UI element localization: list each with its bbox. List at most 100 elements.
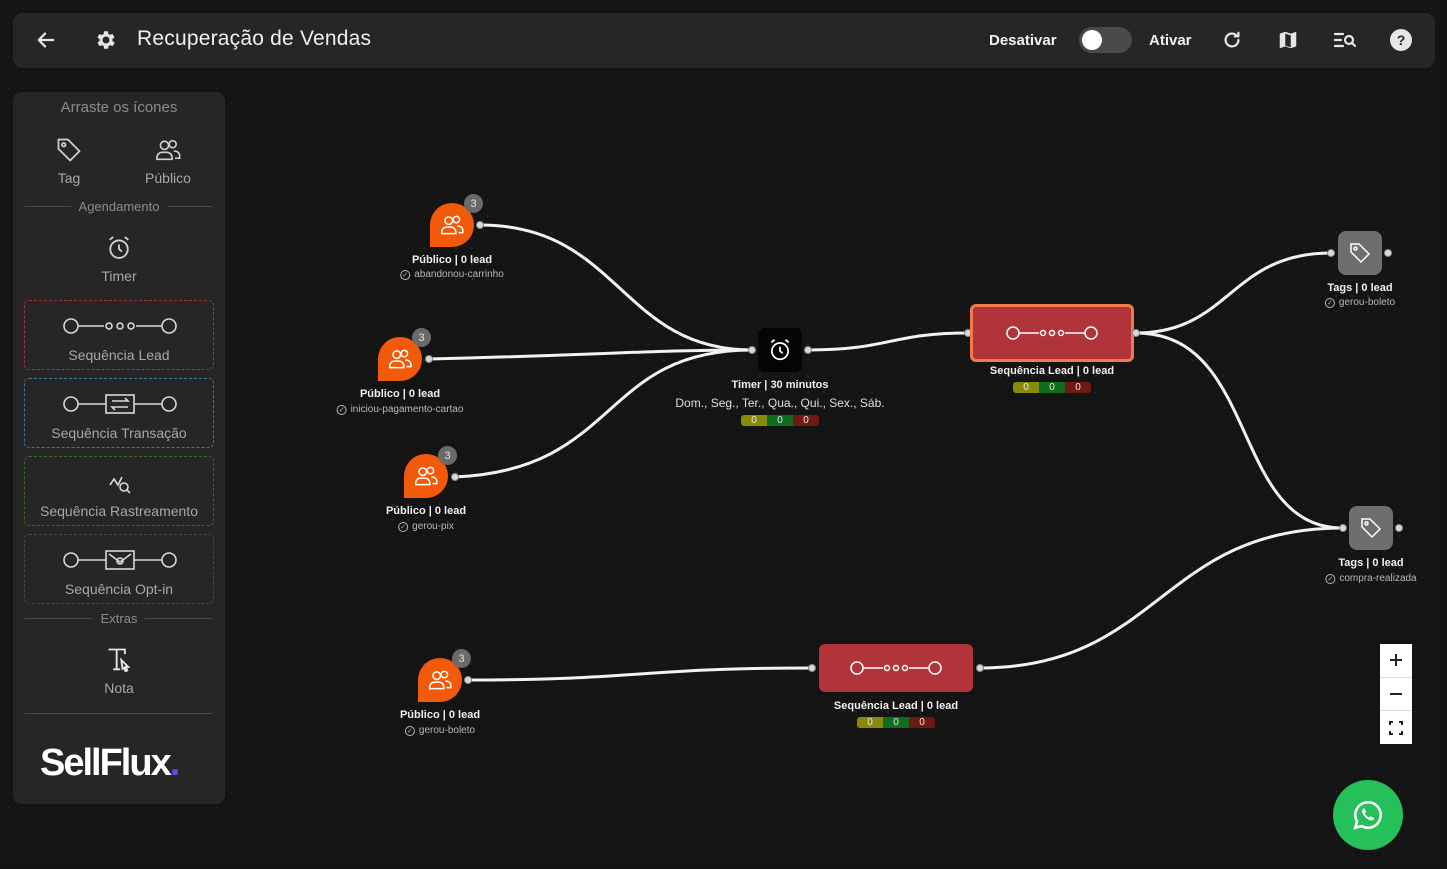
input-handle[interactable] [748,346,756,354]
node-title: Sequência Lead | 0 lead [989,365,1115,377]
node-title: Timer | 30 minutos [731,379,829,391]
alarm-clock-icon [109,236,129,259]
sequence-lead-icon [970,304,1134,362]
node-count-badge: 3 [438,446,457,465]
node-count-badge: 3 [452,649,471,668]
refresh-icon[interactable] [1221,29,1243,51]
whatsapp-button[interactable] [1333,780,1403,850]
minus-icon [1390,693,1402,695]
help-icon[interactable]: ? [1389,28,1413,52]
node-subtitle: ✓gerou-pix [398,521,454,532]
check-circle-icon: ✓ [404,725,415,736]
zoom-controls [1380,644,1412,744]
edge-pub1-timer[interactable] [479,223,753,352]
activation-toggle[interactable] [1079,27,1132,53]
node-title: Sequência Lead | 0 lead [833,700,959,712]
zoom-in-button[interactable] [1380,644,1412,677]
edge-seq1-tag1[interactable] [1135,251,1332,335]
edge-timer-seq1[interactable] [807,331,969,352]
tool-sequencia-optin[interactable]: Sequência Opt-in [24,534,214,604]
tag-icon [57,138,81,162]
tool-tag-label: Tag [57,170,81,186]
zoom-out-button[interactable] [1380,676,1412,711]
sequence-transaction-icon [63,394,177,414]
input-handle[interactable] [808,664,816,672]
output-handle[interactable] [464,676,472,684]
tool-publico[interactable]: Público [136,136,200,186]
fit-view-button[interactable] [1380,710,1412,744]
map-icon[interactable] [1277,29,1299,51]
output-handle[interactable] [425,355,433,363]
toolbox-sidebar: Arraste os ícones Tag Público Agendament… [13,92,225,804]
counter-success: 0 [767,415,793,426]
node-subtitle: ✓gerou-boleto [1324,297,1395,308]
counter-pending: 0 [1013,382,1039,393]
search-list-icon[interactable] [1333,30,1357,50]
sidebar-heading: Arraste os ícones [60,99,178,116]
check-circle-icon: ✓ [336,404,347,415]
edge-pub2-timer[interactable] [428,348,753,361]
sellflux-logo: SellFlux. [40,742,180,784]
sidebar-divider [25,713,213,714]
output-handle[interactable] [1132,329,1140,337]
output-handle[interactable] [476,221,484,229]
timer-days: Dom., Seg., Ter., Qua., Qui., Sex., Sáb. [675,396,885,410]
check-circle-icon: ✓ [1324,297,1335,308]
node-title: Tags | 0 lead [1338,557,1404,569]
edge-seq2-tag2[interactable] [979,526,1344,670]
sequence-optin-icon [63,550,177,570]
top-bar: Recuperação de Vendas Desativar Ativar ? [13,13,1435,68]
text-cursor-icon [108,648,131,673]
edge-pub3-timer[interactable] [454,348,753,479]
node-title: Tags | 0 lead [1327,282,1393,294]
node-subtitle: ✓abandonou-carrinho [400,269,504,280]
check-circle-icon: ✓ [400,269,411,280]
output-handle[interactable] [804,346,812,354]
node-subtitle: ✓compra-realizada [1325,573,1417,584]
tool-timer[interactable]: Timer [93,234,145,284]
input-handle[interactable] [1339,524,1347,532]
whatsapp-icon [1353,800,1382,830]
deactivate-label[interactable]: Desativar [989,32,1057,49]
sequence-lead-icon [819,644,973,692]
sequence-lead-icon [63,318,177,334]
output-handle[interactable] [451,473,459,481]
output-handle[interactable] [1395,524,1403,532]
counter-failed: 0 [1065,382,1091,393]
node-title: Público | 0 lead [385,505,467,517]
input-handle[interactable] [1327,249,1335,257]
counter-pending: 0 [857,717,883,728]
tool-sequencia-rastreamento[interactable]: Sequência Rastreamento [24,456,214,526]
tool-timer-label: Timer [101,268,137,284]
plus-icon [1390,654,1402,667]
edge-pub4-seq2[interactable] [467,666,813,682]
counter-failed: 0 [909,717,935,728]
node-count-badge: 3 [412,328,431,347]
node-title: Público | 0 lead [411,254,493,266]
tool-sequencia-transacao[interactable]: Sequência Transação [24,378,214,448]
gear-icon[interactable] [94,28,118,52]
counter-pending: 0 [741,415,767,426]
output-handle[interactable] [1384,249,1392,257]
tool-sequencia-lead[interactable]: Sequência Lead [24,300,214,370]
node-subtitle: ✓gerou-boleto [404,725,475,736]
node-subtitle: ✓iniciou-pagamento-cartao [336,404,463,415]
fullscreen-icon [1389,720,1403,735]
counter-failed: 0 [793,415,819,426]
users-icon [156,139,181,161]
section-extras: Extras [25,611,213,626]
edge-seq1-tag2[interactable] [1135,331,1344,530]
toggle-knob [1082,30,1102,50]
output-handle[interactable] [976,664,984,672]
tool-nota[interactable]: Nota [93,646,145,696]
node-title: Público | 0 lead [399,709,481,721]
activate-label[interactable]: Ativar [1149,32,1192,49]
back-arrow-icon[interactable] [35,29,57,51]
node-title: Público | 0 lead [359,388,441,400]
tool-tag[interactable]: Tag [53,136,85,186]
tool-nota-label: Nota [104,680,134,696]
check-circle-icon: ✓ [398,521,409,532]
tool-publico-label: Público [145,170,191,186]
